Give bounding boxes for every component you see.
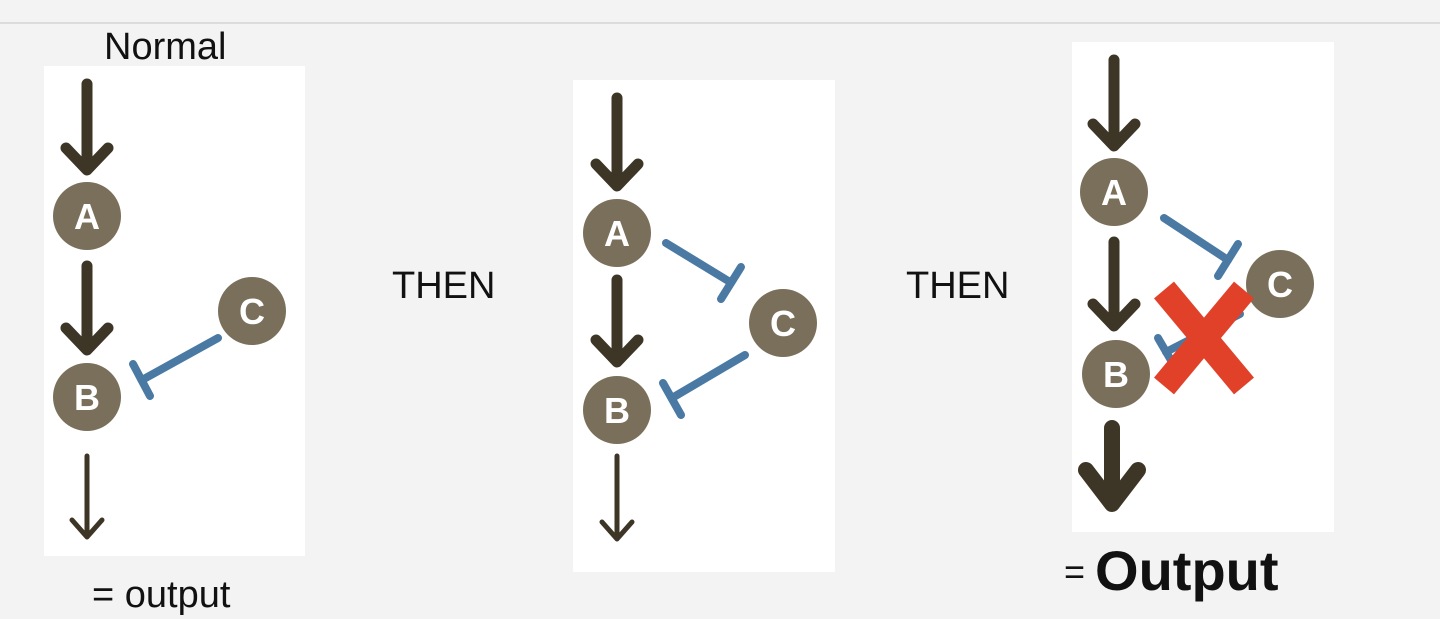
output-label-amplified: =Output bbox=[1064, 538, 1279, 603]
node-a: A bbox=[583, 199, 651, 267]
top-divider bbox=[0, 22, 1440, 24]
arrow-down-icon bbox=[60, 322, 114, 356]
panel-3-graph: A C B bbox=[1078, 54, 1314, 512]
node-c: C bbox=[749, 289, 817, 357]
panel-1-graph: A B C bbox=[53, 78, 286, 540]
node-a: A bbox=[1080, 158, 1148, 226]
then-label-1: THEN bbox=[392, 265, 496, 307]
output-word: Output bbox=[1095, 539, 1279, 602]
then-label-2: THEN bbox=[906, 265, 1010, 307]
node-b-label: B bbox=[74, 377, 100, 418]
inhibition-bar-icon bbox=[129, 334, 222, 400]
arrow-down-icon bbox=[1087, 298, 1141, 332]
arrow-down-icon bbox=[599, 519, 635, 542]
arrow-down-icon bbox=[590, 158, 644, 192]
arrow-down-icon bbox=[1078, 462, 1146, 512]
node-b-label: B bbox=[604, 390, 630, 431]
output-equals-sign: = bbox=[1064, 551, 1086, 592]
inhibition-bar-icon bbox=[1160, 214, 1242, 280]
arrow-down-icon bbox=[590, 334, 644, 368]
node-c-label: C bbox=[770, 303, 796, 344]
arrow-down-icon bbox=[69, 517, 105, 540]
red-x-icon bbox=[1154, 281, 1254, 395]
node-c-label: C bbox=[1267, 264, 1293, 305]
node-b: B bbox=[1082, 340, 1150, 408]
node-c: C bbox=[218, 277, 286, 345]
node-a-label: A bbox=[604, 213, 630, 254]
panel-2-graph: A B C bbox=[583, 92, 817, 542]
node-b: B bbox=[583, 376, 651, 444]
node-c-label: C bbox=[239, 291, 265, 332]
node-b: B bbox=[53, 363, 121, 431]
node-c: C bbox=[1246, 250, 1314, 318]
inhibition-bar-icon bbox=[659, 351, 749, 419]
node-a-label: A bbox=[74, 196, 100, 237]
normal-label: Normal bbox=[104, 26, 227, 68]
inhibition-bar-icon bbox=[662, 239, 745, 303]
node-a-label: A bbox=[1101, 172, 1127, 213]
node-b-label: B bbox=[1103, 354, 1129, 395]
node-a: A bbox=[53, 182, 121, 250]
output-label-normal: = output bbox=[92, 574, 231, 616]
arrow-down-icon bbox=[60, 142, 114, 176]
arrow-down-icon bbox=[1087, 118, 1141, 152]
